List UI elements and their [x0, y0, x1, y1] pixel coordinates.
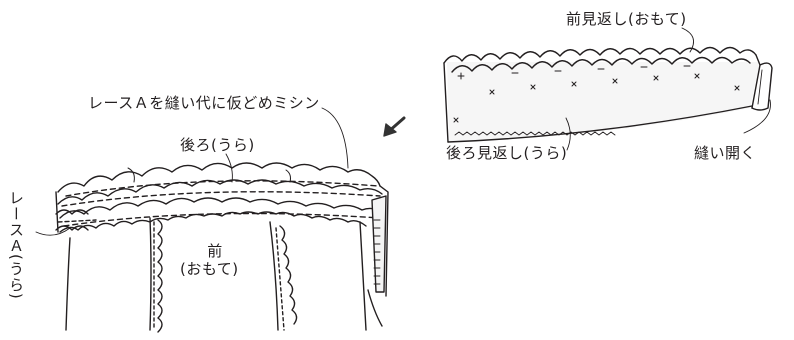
facing-band [443, 27, 773, 151]
front-outside-label: (おもて) [180, 260, 239, 278]
back-facing-inside-label: 後ろ見返し(うら) [446, 144, 568, 162]
lace-basting-label: レースＡを縫い代に仮どめミシン [88, 94, 320, 112]
front-label: 前 [207, 242, 223, 260]
front-facing-outside-label: 前見返し(おもて) [566, 10, 687, 28]
garment-bodice [35, 107, 389, 333]
lace-a-inside-label: レースＡ(うら) [7, 190, 25, 300]
back-inside-label: 後ろ(うら) [180, 136, 255, 154]
arrow-down-left-icon [383, 116, 406, 137]
press-open-label: 縫い開く [694, 144, 757, 162]
